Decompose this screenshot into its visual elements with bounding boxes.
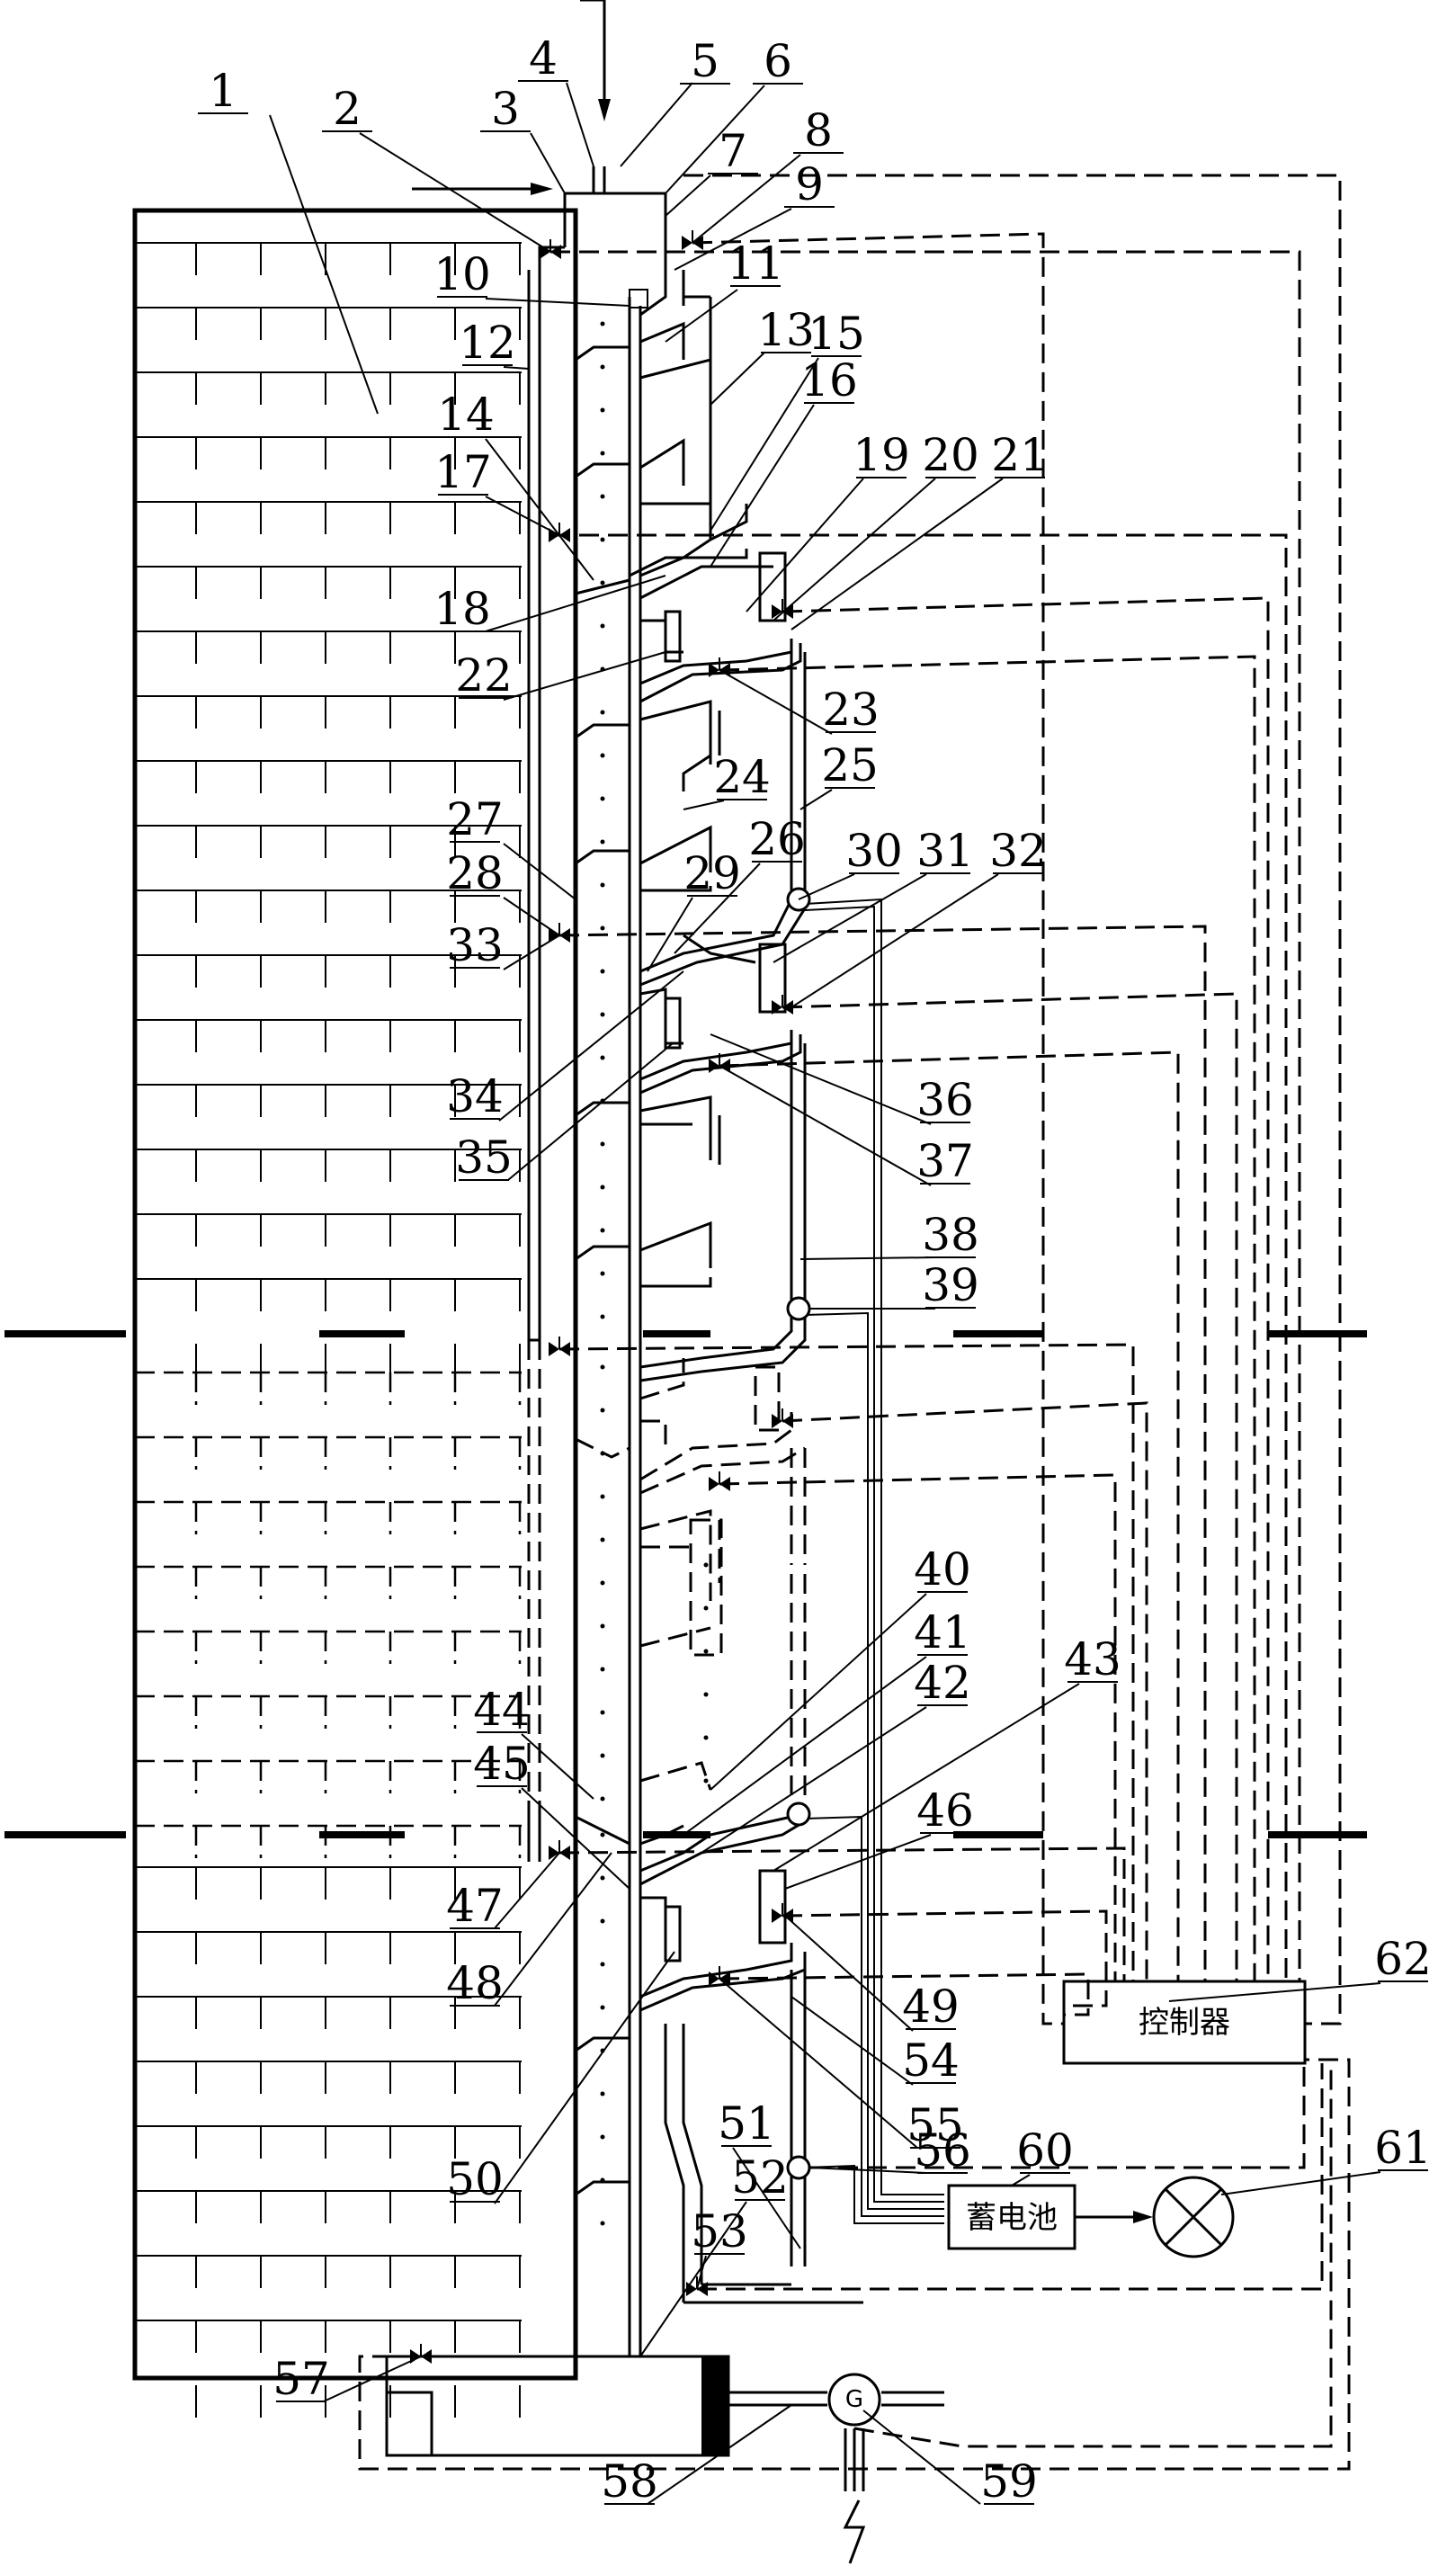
label-48: 48 [446, 1957, 504, 2009]
label-30: 30 [845, 825, 903, 877]
panel-grid-lower [135, 1866, 522, 2418]
break-lines [4, 1330, 1367, 1838]
label-28: 28 [446, 847, 504, 899]
panel-grid-upper [135, 242, 522, 1376]
label-40: 40 [914, 1543, 971, 1596]
stage-chambers [412, 0, 807, 1382]
label-19: 19 [853, 429, 910, 481]
label-7: 7 [719, 125, 747, 177]
label-27: 27 [446, 793, 504, 845]
omitted-dots [600, 1364, 709, 1802]
lamp-61 [1152, 2176, 1235, 2258]
panel-grid-middle-dashed [135, 1371, 522, 1858]
label-2: 2 [333, 83, 362, 135]
battery-label: 蓄电池 [966, 2200, 1058, 2236]
label-5: 5 [691, 35, 719, 87]
label-42: 42 [914, 1657, 971, 1709]
label-22: 22 [455, 649, 513, 702]
omitted-section [527, 1340, 807, 1817]
label-21: 21 [991, 429, 1049, 481]
channel-dots [600, 321, 605, 2226]
label-3: 3 [491, 83, 520, 135]
label-36: 36 [916, 1074, 974, 1126]
label-15: 15 [808, 308, 865, 360]
label-31: 31 [916, 825, 974, 877]
generators: G [786, 887, 881, 2427]
central-column [527, 246, 648, 2302]
label-51: 51 [718, 2097, 775, 2150]
label-10: 10 [433, 248, 491, 300]
label-45: 45 [473, 1738, 531, 1790]
label-59: 59 [980, 2455, 1038, 2508]
label-25: 25 [821, 739, 879, 791]
label-52: 52 [731, 2151, 789, 2204]
label-55: 55 [907, 2099, 964, 2151]
label-53: 53 [691, 2205, 748, 2258]
label-24: 24 [713, 751, 771, 803]
label-37: 37 [916, 1135, 974, 1187]
label-9: 9 [795, 158, 824, 210]
label-20: 20 [922, 429, 979, 481]
label-33: 33 [446, 919, 504, 971]
label-12: 12 [459, 317, 516, 369]
label-13: 13 [757, 304, 815, 356]
label-56: 56 [914, 2124, 971, 2177]
label-26: 26 [748, 813, 806, 865]
label-41: 41 [914, 1606, 971, 1659]
label-32: 32 [989, 825, 1047, 877]
controller-label: 控制器 [1139, 2005, 1230, 2041]
label-38: 38 [922, 1209, 979, 1261]
label-39: 39 [922, 1259, 979, 1311]
control-lines [358, 174, 1351, 2471]
power-wiring [804, 898, 944, 2224]
label-18: 18 [433, 583, 491, 635]
label-29: 29 [683, 847, 741, 899]
label-58: 58 [601, 2455, 658, 2508]
generator-symbol: G [845, 2386, 863, 2413]
label-43: 43 [1064, 1633, 1121, 1685]
label-44: 44 [473, 1684, 531, 1736]
label-34: 34 [446, 1070, 504, 1122]
label-1: 1 [209, 65, 237, 117]
label-54: 54 [902, 2034, 960, 2087]
label-47: 47 [446, 1880, 504, 1932]
label-57: 57 [272, 2353, 330, 2405]
valves [410, 230, 793, 2364]
grid-panel [132, 208, 578, 2418]
label-14: 14 [437, 389, 495, 441]
bottom-stage [385, 1808, 944, 2564]
label-60: 60 [1016, 2124, 1074, 2177]
label-16: 16 [800, 354, 858, 407]
label-17: 17 [434, 446, 492, 498]
label-8: 8 [804, 104, 833, 156]
label-6: 6 [764, 35, 792, 87]
label-23: 23 [822, 684, 880, 736]
label-62: 62 [1374, 1933, 1432, 1985]
controller-battery-lamp: 控制器 蓄电池 [947, 1980, 1307, 2258]
label-50: 50 [446, 2153, 504, 2205]
channel-shelves [575, 345, 630, 2196]
label-46: 46 [916, 1784, 974, 1837]
controller-box [1062, 1980, 1307, 2065]
label-35: 35 [455, 1131, 513, 1184]
label-4: 4 [529, 32, 558, 85]
label-61: 61 [1374, 2122, 1432, 2174]
label-11: 11 [727, 237, 784, 290]
label-49: 49 [902, 1980, 960, 2033]
leader-lines [269, 82, 1381, 2505]
